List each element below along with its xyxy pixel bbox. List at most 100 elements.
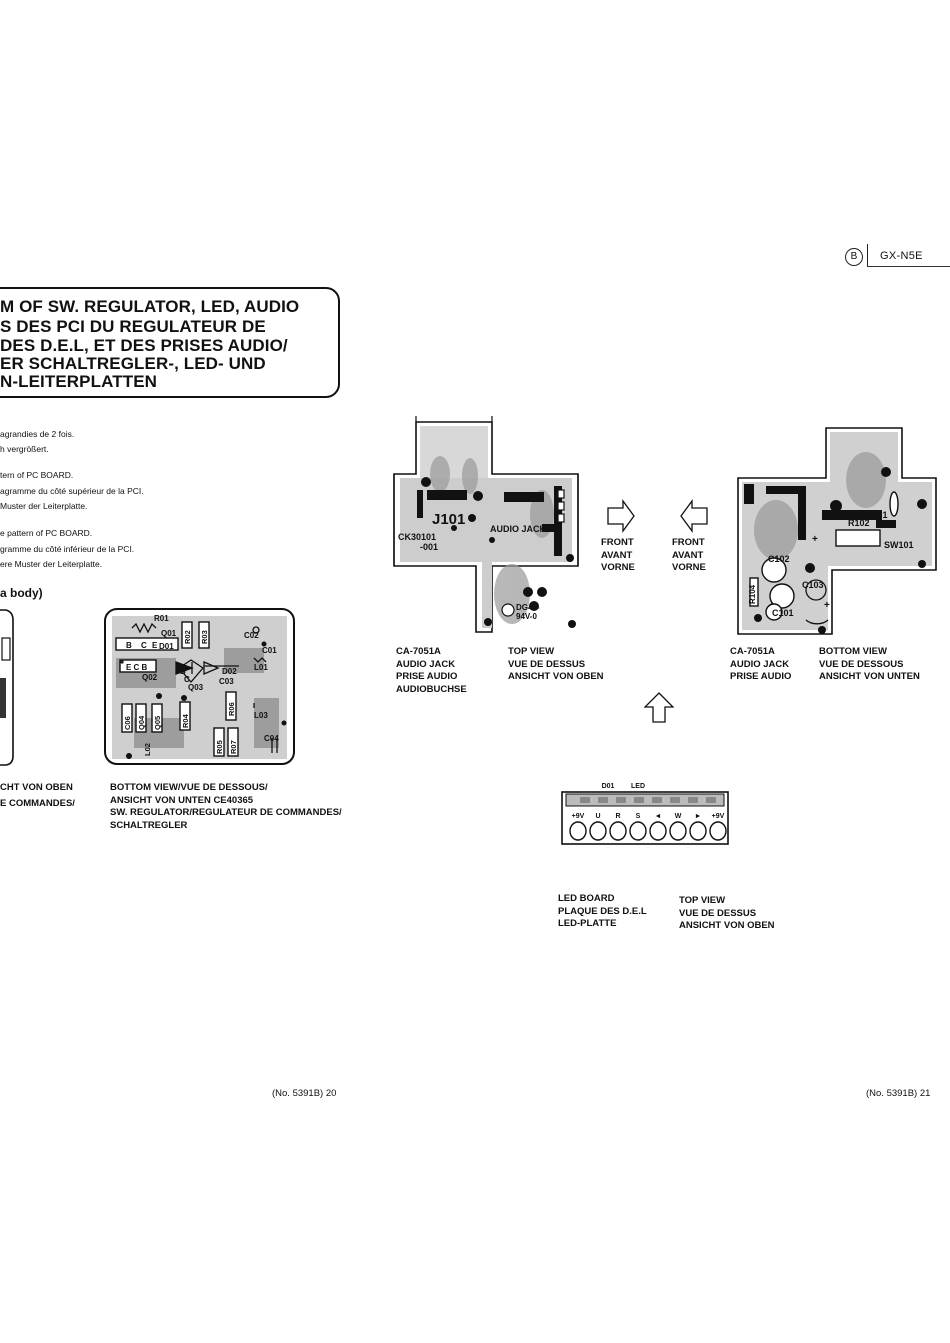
caption-line: TOP VIEW (679, 895, 726, 906)
svg-text:Q04: Q04 (137, 715, 146, 730)
note-7: gramme du côté inférieur de la PCI. (0, 544, 135, 554)
page-number-left: (No. 5391B) 20 (272, 1088, 337, 1099)
svg-text:C: C (184, 675, 190, 684)
label-sw101: SW101 (884, 540, 914, 550)
title-line-2: S DES PCI DU REGULATEUR DE (0, 317, 266, 336)
caption-line: CHT VON OBEN (0, 782, 73, 793)
svg-text:R05: R05 (215, 740, 224, 754)
front-line: VORNE (672, 562, 706, 573)
led-caption-left: LED BOARD PLAQUE DES D.E.L LED-PLATTE (558, 893, 647, 931)
note-5: Muster der Leiterplatte. (0, 501, 88, 511)
front-line: AVANT (672, 549, 704, 561)
svg-text:B: B (126, 641, 132, 650)
svg-text:R02: R02 (183, 630, 192, 644)
label-dg4t-sub: 94V-0 (516, 612, 537, 621)
svg-text:D02: D02 (222, 667, 237, 676)
note-2: h vergrößert. (0, 444, 49, 454)
caption-line: VUE DE DESSOUS (819, 658, 904, 670)
front-label-right: FRONT AVANT VORNE (601, 537, 635, 575)
label-ck30101-sub: -001 (420, 542, 438, 552)
led-caption-right: TOP VIEW VUE DE DESSUS ANSICHT VON OBEN (679, 895, 775, 933)
page-number-right: (No. 5391B) 21 (866, 1088, 931, 1099)
audio-bottom-caption-right: BOTTOM VIEW VUE DE DESSOUS ANSICHT VON U… (819, 646, 920, 684)
svg-text:Q05: Q05 (153, 716, 162, 730)
audio-top-caption-right: TOP VIEW VUE DE DESSUS ANSICHT VON OBEN (508, 646, 604, 684)
header-rule (867, 266, 950, 267)
front-arrow-left-icon (680, 499, 708, 533)
title-box (0, 287, 340, 398)
label-c103: C103 (802, 580, 824, 590)
caption-line: ANSICHT VON UNTEN (819, 671, 920, 682)
label-r102: R102 (848, 518, 870, 528)
label-ck30101: CK30101 (398, 532, 436, 542)
led-pin: +9V (712, 813, 725, 820)
svg-text:R01: R01 (154, 614, 169, 623)
svg-text:C04: C04 (264, 734, 279, 743)
svg-text:C02: C02 (244, 631, 259, 640)
svg-text:R04: R04 (181, 713, 190, 728)
led-pin: W (675, 813, 682, 820)
svg-text:C06: C06 (123, 716, 132, 730)
caption-line: LED-PLATTE (558, 918, 617, 929)
note-3: tern of PC BOARD. (0, 470, 74, 480)
caption-line: AUDIOBUCHSE (396, 683, 467, 695)
led-pin: +9V (572, 813, 585, 820)
cutoff-board-fragment (0, 609, 14, 766)
title-line-1: M OF SW. REGULATOR, LED, AUDIO (0, 297, 300, 316)
svg-text:D01: D01 (159, 642, 174, 651)
led-pin: U (595, 813, 600, 820)
led-board: D01 LED +9V U R S ◄ W ► +9V (561, 783, 729, 845)
caption-line: SW. REGULATOR/REGULATEUR DE COMMANDES/ (110, 807, 342, 818)
audio-jack-top-board: J101 CK30101 -001 AUDIO JACK DG4T- 94V-0 (393, 416, 579, 633)
svg-text:Q03: Q03 (188, 683, 204, 692)
sw-reg-caption-right: BOTTOM VIEW/VUE DE DESSOUS/ ANSICHT VON … (110, 782, 342, 832)
svg-text:R03: R03 (200, 630, 209, 644)
caption-line: PRISE AUDIO (730, 671, 792, 682)
caption-line: CA-7051A (396, 646, 441, 657)
caption-line: ANSICHT VON OBEN (679, 920, 775, 931)
sw-regulator-board: R01 Q01 B C E D01 E C B Q02 B C Q03 D02 … (104, 608, 295, 765)
front-line: VORNE (601, 562, 635, 573)
label-c102: C102 (768, 554, 790, 564)
front-label-left: FRONT AVANT VORNE (672, 537, 706, 575)
front-line: FRONT (601, 537, 634, 548)
title-line-3: DES D.E.L, ET DES PRISES AUDIO/ (0, 336, 288, 355)
svg-text:B: B (180, 667, 186, 676)
caption-line: SCHALTREGLER (110, 819, 188, 831)
title-line-5: N-LEITERPLATTEN (0, 372, 158, 391)
front-line: FRONT (672, 537, 705, 548)
circle-mark: B (845, 248, 863, 266)
caption-line: PLAQUE DES D.E.L (558, 905, 647, 917)
title-line-4: ER SCHALTREGLER-, LED- UND (0, 354, 266, 373)
led-pin: ► (695, 813, 702, 820)
svg-text:Q02: Q02 (142, 673, 158, 682)
model-number: GX-N5E (880, 250, 923, 262)
audio-jack-bottom-board: R101 R102 SW101 C102 C103 C101 + + R104 (737, 427, 937, 635)
caption-line: LED BOARD (558, 893, 615, 904)
svg-text:L03: L03 (254, 711, 268, 720)
caption-line: VUE DE DESSUS (679, 907, 757, 919)
svg-text:E C B: E C B (126, 663, 148, 672)
label-r104: R104 (748, 584, 757, 604)
svg-text:C01: C01 (262, 646, 277, 655)
svg-text:L01: L01 (254, 663, 268, 672)
label-plus-2: + (824, 600, 830, 611)
label-c101: C101 (772, 608, 794, 618)
caption-line: VUE DE DESSUS (508, 658, 586, 670)
svg-text:C03: C03 (219, 677, 234, 686)
header-separator (867, 244, 868, 266)
led-top-label-led: LED (631, 783, 645, 790)
note-6: e pattern of PC BOARD. (0, 528, 93, 538)
label-plus-1: + (812, 534, 818, 545)
audio-top-caption-left: CA-7051A AUDIO JACK PRISE AUDIO AUDIOBUC… (396, 646, 467, 696)
svg-text:L02: L02 (143, 743, 152, 756)
led-pin: R (615, 813, 620, 820)
caption-line: E COMMANDES/ (0, 797, 75, 809)
svg-text:Q01: Q01 (161, 629, 177, 638)
front-line: AVANT (601, 549, 633, 561)
svg-text:C: C (141, 641, 147, 650)
caption-line: PRISE AUDIO (396, 671, 458, 682)
audio-bottom-caption-left: CA-7051A AUDIO JACK PRISE AUDIO (730, 646, 791, 684)
label-dg4t: DG4T- (516, 603, 540, 612)
caption-line: AUDIO JACK (730, 658, 790, 670)
